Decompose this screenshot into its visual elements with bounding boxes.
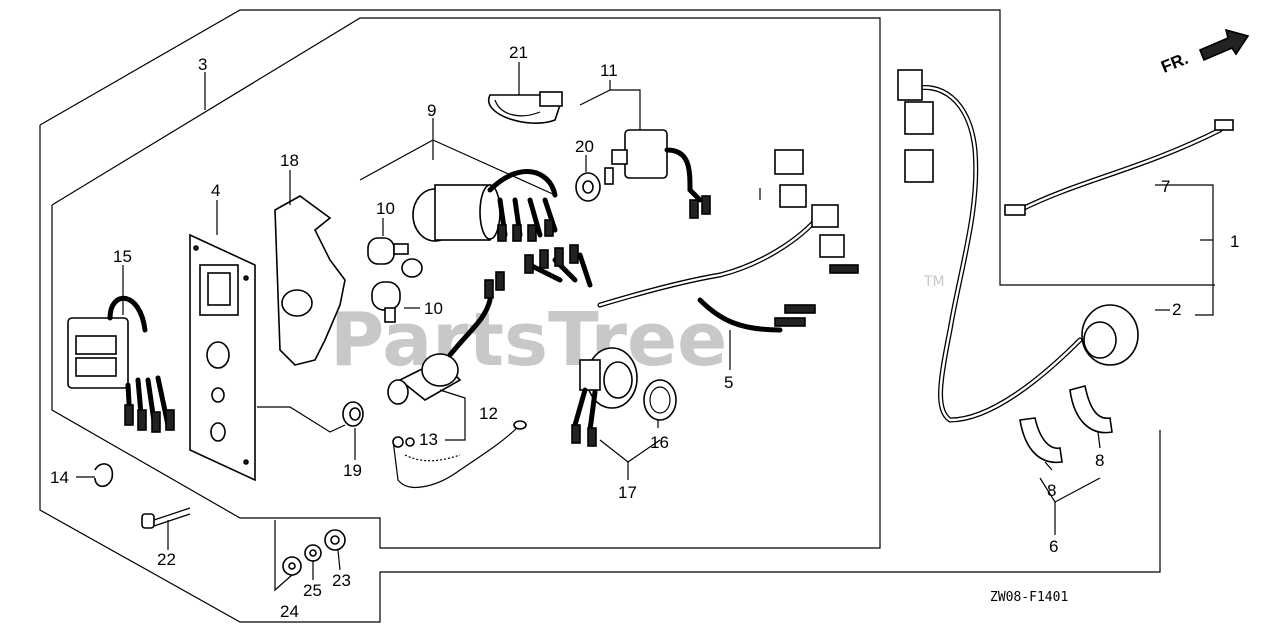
callout-22: 22 xyxy=(157,550,176,569)
trademark-mark: TM xyxy=(923,274,945,290)
key-10-upper[interactable] xyxy=(367,237,409,265)
diagram-code: ZW08-F1401 xyxy=(990,590,1068,605)
callout-21: 21 xyxy=(509,43,528,62)
bolt-22[interactable] xyxy=(141,507,191,529)
stop-switch-12[interactable] xyxy=(387,271,505,405)
callout-10-lower: 10 xyxy=(424,299,443,318)
lanyard-13[interactable] xyxy=(392,420,527,489)
callout-9: 9 xyxy=(427,101,436,120)
callout-17: 17 xyxy=(618,483,637,502)
watermark: PartsTree xyxy=(330,297,727,383)
callout-3: 3 xyxy=(198,55,207,74)
key-10-lower[interactable] xyxy=(371,281,401,323)
callout-19: 19 xyxy=(343,461,362,480)
callout-11: 11 xyxy=(600,61,618,80)
callout-6: 6 xyxy=(1049,537,1058,556)
callout-18: 18 xyxy=(280,151,299,170)
grommet-19[interactable] xyxy=(342,401,364,427)
clip-8-left[interactable] xyxy=(1019,417,1063,464)
washer-24[interactable] xyxy=(282,556,302,576)
cover-16[interactable] xyxy=(643,379,677,421)
nut-20[interactable] xyxy=(575,172,601,202)
bracket-18[interactable] xyxy=(274,195,346,366)
nut-23[interactable] xyxy=(324,529,346,551)
callout-15: 15 xyxy=(113,247,132,266)
callout-23: 23 xyxy=(332,571,351,590)
front-label: FR. xyxy=(1158,49,1191,77)
meter-17[interactable] xyxy=(571,347,638,447)
callout-4: 4 xyxy=(211,181,220,200)
callout-5: 5 xyxy=(724,373,733,392)
front-arrow-icon xyxy=(1198,28,1250,62)
callout-7: 7 xyxy=(1161,177,1170,196)
callout-labels: 1 2 3 4 5 6 7 8 8 9 10 10 11 12 13 14 15… xyxy=(50,43,1239,621)
callout-16: 16 xyxy=(650,433,669,452)
clip-14[interactable] xyxy=(94,463,114,488)
callout-24: 24 xyxy=(280,602,299,621)
callout-12: 12 xyxy=(479,404,498,423)
toggle-switch-11[interactable] xyxy=(604,129,711,219)
outer-boundary xyxy=(39,9,1215,623)
control-panel-4[interactable] xyxy=(189,233,256,482)
washer-25[interactable] xyxy=(304,544,322,562)
callout-8-left: 8 xyxy=(1047,481,1056,500)
main-switch-9[interactable] xyxy=(401,169,558,278)
switch-15[interactable] xyxy=(67,296,175,433)
wire-harness-5[interactable] xyxy=(524,149,859,333)
clip-8-right[interactable] xyxy=(1069,385,1113,434)
callout-10-upper: 10 xyxy=(376,199,395,218)
harness-2[interactable] xyxy=(897,69,1139,423)
callout-14: 14 xyxy=(50,468,69,487)
callout-8-right: 8 xyxy=(1095,451,1104,470)
callout-13: 13 xyxy=(419,430,438,449)
callout-20: 20 xyxy=(575,137,594,156)
cable-7[interactable] xyxy=(1004,119,1234,216)
callout-1: 1 xyxy=(1230,232,1239,251)
callout-2: 2 xyxy=(1172,300,1181,319)
callout-25: 25 xyxy=(303,581,322,600)
leader-lines xyxy=(76,62,1214,592)
inner-boundary xyxy=(51,17,881,549)
clamp-21[interactable] xyxy=(487,91,563,124)
